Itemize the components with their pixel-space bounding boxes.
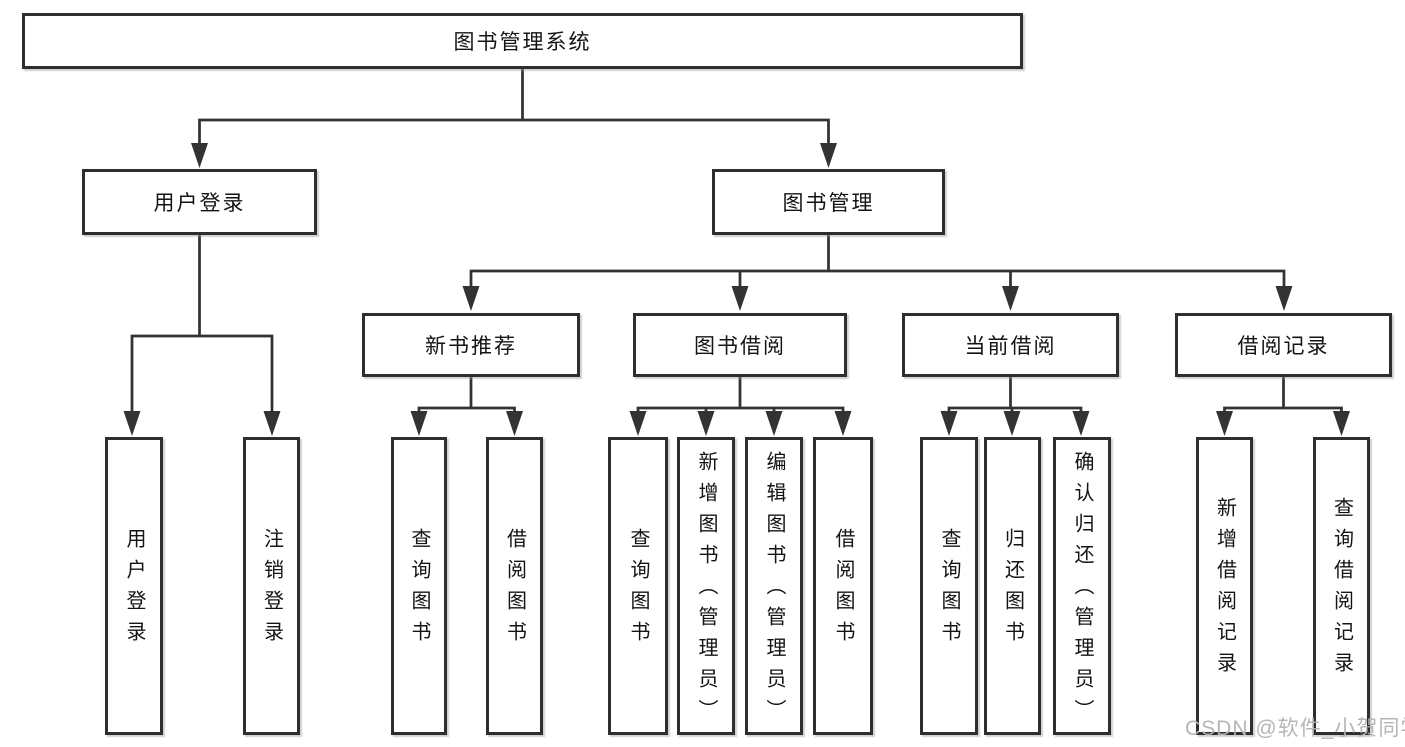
connector-s3-bus: [1223, 406, 1343, 412]
arrow-icon: [462, 286, 480, 311]
arrow-icon: [1333, 411, 1350, 436]
connector-login-bus: [130, 334, 274, 412]
arrow-icon: [410, 411, 428, 436]
csdn-watermark: CSDN @软件_小贺同学: [1185, 717, 1405, 740]
arrow-icon: [731, 286, 749, 311]
node-label: 借阅记录: [1237, 335, 1330, 358]
node-label: 新书推荐: [425, 335, 517, 358]
node-borrowing-records: 借阅记录: [1175, 313, 1392, 377]
connector-s1-bus: [636, 406, 845, 412]
node-label: 新增图书（管理员）: [695, 450, 717, 730]
node-label: 用户登录: [153, 192, 246, 215]
arrowheads: [123, 143, 1350, 436]
leaf-add-borrow-record: 新增借阅记录: [1196, 437, 1253, 735]
leaf-logout: 注销登录: [243, 437, 300, 735]
node-label: 图书借阅: [694, 335, 786, 358]
leaf-query-books: 查询图书: [608, 437, 668, 735]
leaf-borrow-books: 借阅图书: [486, 437, 543, 735]
node-new-book-recommend: 新书推荐: [362, 313, 580, 377]
node-label: 查询图书: [408, 528, 430, 652]
arrow-icon: [1003, 411, 1021, 436]
leaf-return-books: 归还图书: [984, 437, 1041, 735]
node-label: 注销登录: [260, 528, 283, 652]
arrow-icon: [697, 411, 715, 436]
leaf-query-borrow-record: 查询借阅记录: [1313, 437, 1370, 735]
leaf-user-login: 用户登录: [105, 437, 163, 735]
arrow-icon: [834, 411, 852, 436]
arrow-icon: [765, 411, 783, 436]
arrow-icon: [1275, 286, 1293, 311]
leaf-confirm-return-admin: 确认归还（管理员）: [1053, 437, 1111, 735]
node-label: 用户登录: [123, 528, 145, 652]
node-label: 归还图书: [1001, 528, 1024, 652]
arrow-icon: [940, 411, 958, 436]
leaf-edit-books-admin: 编辑图书（管理员）: [745, 437, 803, 735]
leaf-query-books: 查询图书: [920, 437, 978, 735]
arrow-icon: [1002, 286, 1019, 311]
node-label: 当前借阅: [964, 335, 1057, 358]
node-label: 新增借阅记录: [1213, 497, 1236, 683]
node-label: 确认归还（管理员）: [1071, 450, 1093, 730]
leaf-add-books-admin: 新增图书（管理员）: [677, 437, 735, 735]
node-label: 查询图书: [627, 528, 649, 652]
leaf-query-books: 查询图书: [391, 437, 447, 735]
node-label: 查询图书: [938, 528, 960, 652]
node-label: 查询借阅记录: [1330, 497, 1353, 683]
node-user-login-module: 用户登录: [82, 169, 317, 235]
node-label: 图书管理: [782, 192, 875, 215]
leaf-borrow-books: 借阅图书: [813, 437, 873, 735]
arrow-icon: [123, 411, 141, 436]
connector-mgmt-bus: [469, 269, 1286, 287]
arrow-icon: [820, 143, 837, 168]
arrow-icon: [629, 411, 647, 436]
node-book-borrowing: 图书借阅: [633, 313, 847, 377]
node-label: 编辑图书（管理员）: [763, 450, 785, 730]
connector-root-bus: [198, 118, 830, 144]
arrow-icon: [263, 411, 281, 436]
connector-s0-bus: [417, 406, 516, 412]
node-root-system: 图书管理系统: [22, 13, 1023, 69]
arrow-icon: [1072, 411, 1090, 436]
arrow-icon: [1216, 411, 1233, 436]
node-label: 图书管理系统: [453, 31, 592, 54]
node-book-management-module: 图书管理: [712, 169, 945, 235]
node-current-borrowing: 当前借阅: [902, 313, 1119, 377]
node-label: 借阅图书: [832, 528, 854, 652]
arrow-icon: [191, 143, 208, 168]
arrow-icon: [506, 411, 523, 436]
node-label: 借阅图书: [503, 528, 526, 652]
